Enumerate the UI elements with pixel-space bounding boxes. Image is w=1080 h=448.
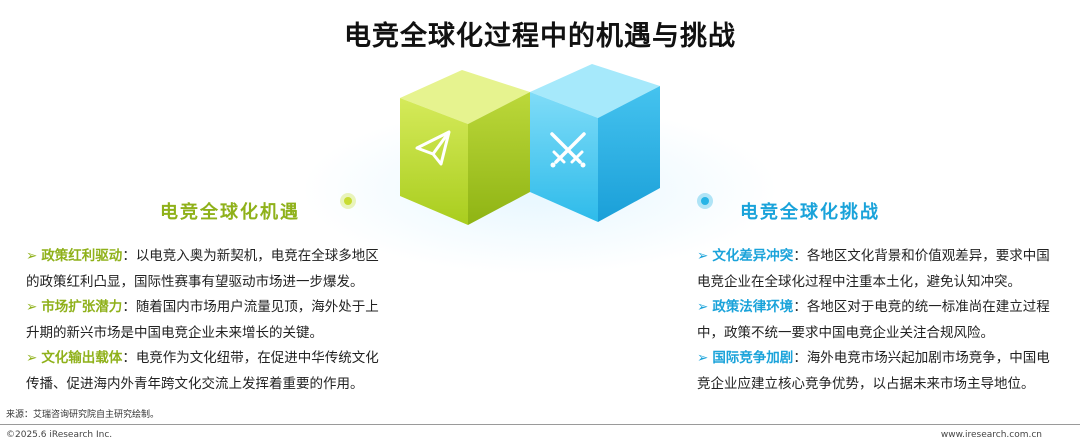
website-link[interactable]: www.iresearch.com.cn bbox=[940, 430, 1042, 440]
list-item: ➢市场扩张潜力：随着国内市场用户流量见顶，海外处于上升期的新兴市场是中国电竞企业… bbox=[26, 295, 388, 346]
footer-divider bbox=[0, 424, 1080, 425]
item-keyword: 政策红利驱动 bbox=[41, 248, 123, 264]
page-title: 电竞全球化过程中的机遇与挑战 bbox=[344, 21, 736, 52]
item-separator: ： bbox=[122, 248, 136, 264]
list-item: ➢文化输出载体：电竞作为文化纽带，在促进中华传统文化传播、促进海内外青年跨文化交… bbox=[26, 346, 388, 397]
item-separator: ： bbox=[793, 299, 807, 315]
paper-plane-icon bbox=[415, 130, 451, 166]
chevron-right-icon: ➢ bbox=[26, 299, 38, 315]
challenge-section-title: 电竞全球化挑战 bbox=[740, 202, 880, 223]
list-item: ➢政策红利驱动：以电竞入奥为新契机，电竞在全球多地区的政策红利凸显，国际性赛事有… bbox=[26, 244, 388, 295]
item-text: 随着国内市场用户流量见顶，海外处于上升期的新兴市场是中国电竞企业未来增长的关键。 bbox=[26, 299, 379, 341]
list-item: ➢政策法律环境：各地区对于电竞的统一标准尚在建立过程中，政策不统一要求中国电竞企… bbox=[697, 295, 1059, 346]
challenge-list: ➢文化差异冲突：各地区文化背景和价值观差异，要求中国电竞企业在全球化过程中注重本… bbox=[697, 244, 1059, 397]
item-separator: ： bbox=[793, 248, 807, 264]
cube-illustration bbox=[400, 64, 660, 225]
item-text: 各地区对于电竞的统一标准尚在建立过程中，政策不统一要求中国电竞企业关注合规风险。 bbox=[697, 299, 1050, 341]
item-keyword: 文化输出载体 bbox=[41, 350, 123, 366]
list-item: ➢文化差异冲突：各地区文化背景和价值观差异，要求中国电竞企业在全球化过程中注重本… bbox=[697, 244, 1059, 295]
crossed-swords-icon bbox=[550, 132, 586, 168]
opportunity-list: ➢政策红利驱动：以电竞入奥为新契机，电竞在全球多地区的政策红利凸显，国际性赛事有… bbox=[26, 244, 388, 397]
chevron-right-icon: ➢ bbox=[697, 248, 709, 264]
chevron-right-icon: ➢ bbox=[697, 299, 709, 315]
item-separator: ： bbox=[122, 299, 136, 315]
chevron-right-icon: ➢ bbox=[697, 350, 709, 366]
challenge-dot-icon bbox=[697, 193, 713, 209]
item-text: 海外电竞市场兴起加剧市场竞争，中国电竞企业应建立核心竞争优势，以占据未来市场主导… bbox=[697, 350, 1050, 392]
item-keyword: 国际竞争加剧 bbox=[712, 350, 794, 366]
copyright: ©2025.6 iResearch Inc. bbox=[6, 430, 113, 440]
chevron-right-icon: ➢ bbox=[26, 248, 38, 264]
opportunity-dot-icon bbox=[340, 193, 356, 209]
item-text: 电竞作为文化纽带，在促进中华传统文化传播、促进海内外青年跨文化交流上发挥着重要的… bbox=[26, 350, 379, 392]
opportunity-section-title: 电竞全球化机遇 bbox=[160, 202, 300, 223]
item-text: 各地区文化背景和价值观差异，要求中国电竞企业在全球化过程中注重本土化，避免认知冲… bbox=[697, 248, 1050, 290]
item-keyword: 市场扩张潜力 bbox=[41, 299, 123, 315]
chevron-right-icon: ➢ bbox=[26, 350, 38, 366]
list-item: ➢国际竞争加剧：海外电竞市场兴起加剧市场竞争，中国电竞企业应建立核心竞争优势，以… bbox=[697, 346, 1059, 397]
item-keyword: 文化差异冲突 bbox=[712, 248, 794, 264]
opportunity-cube bbox=[400, 70, 530, 225]
source-note: 来源：艾瑞咨询研究院自主研究绘制。 bbox=[6, 410, 160, 420]
item-keyword: 政策法律环境 bbox=[712, 299, 794, 315]
item-separator: ： bbox=[122, 350, 136, 366]
item-text: 以电竞入奥为新契机，电竞在全球多地区的政策红利凸显，国际性赛事有望驱动市场进一步… bbox=[26, 248, 379, 290]
challenge-cube bbox=[530, 64, 660, 222]
item-separator: ： bbox=[793, 350, 807, 366]
